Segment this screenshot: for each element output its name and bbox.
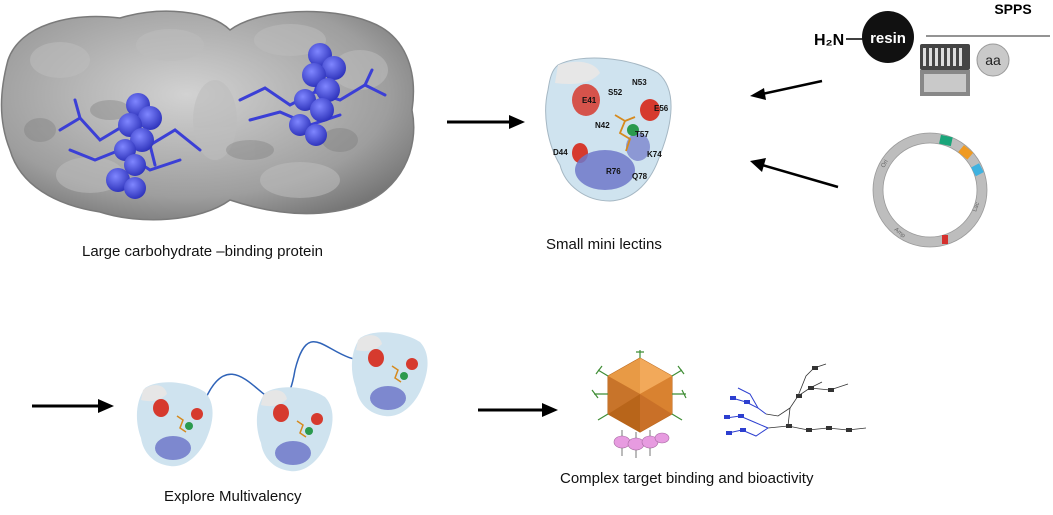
residue-label: N42 bbox=[595, 121, 610, 130]
residue-label: T57 bbox=[635, 130, 649, 139]
arrow-to-mini-lectins bbox=[447, 115, 525, 129]
amino-acid-label: aa bbox=[985, 52, 1001, 68]
residue-label: Q78 bbox=[632, 172, 648, 181]
residue-label: S52 bbox=[608, 88, 623, 97]
resin-label: resin bbox=[870, 30, 906, 47]
resin-bead bbox=[862, 11, 914, 63]
residue-label: K74 bbox=[647, 150, 662, 159]
plasmid-label: Ori bbox=[881, 159, 890, 169]
residue-label: E41 bbox=[582, 96, 597, 105]
amine-label: H₂N bbox=[814, 32, 844, 49]
glycan-structure bbox=[724, 363, 867, 437]
mini-lectin-structure: N53 S52 E41 E56 N42 T57 D44 K74 R76 Q78 bbox=[545, 57, 672, 202]
residue-label: R76 bbox=[606, 167, 621, 176]
plasmid-map: Ori Amp Lac bbox=[872, 132, 988, 248]
arrow-from-plasmid bbox=[750, 158, 839, 189]
mini-lectins-caption: Small mini lectins bbox=[546, 236, 662, 253]
plasmid-label: Lac bbox=[972, 202, 981, 213]
large-protein-caption: Large carbohydrate –binding protein bbox=[82, 243, 324, 260]
spps-scheme: H₂N resin SPPS aa bbox=[814, 1, 1050, 96]
arrow-to-multivalency bbox=[32, 399, 114, 413]
amino-acid-bead bbox=[976, 43, 1010, 77]
synthesizer-icon bbox=[920, 44, 970, 96]
residue-label: E56 bbox=[654, 104, 669, 113]
nanoparticle bbox=[591, 350, 687, 458]
residue-label: D44 bbox=[553, 148, 568, 157]
spps-label: SPPS bbox=[994, 1, 1031, 17]
multivalent-lectins bbox=[136, 331, 429, 473]
residue-label: N53 bbox=[632, 78, 647, 87]
multivalency-caption: Explore Multivalency bbox=[164, 488, 302, 505]
complex-binding-caption: Complex target binding and bioactivity bbox=[560, 470, 814, 487]
large-protein-structure bbox=[0, 10, 415, 221]
arrow-to-complex-binding bbox=[478, 403, 558, 417]
arrow-from-spps bbox=[750, 79, 823, 100]
